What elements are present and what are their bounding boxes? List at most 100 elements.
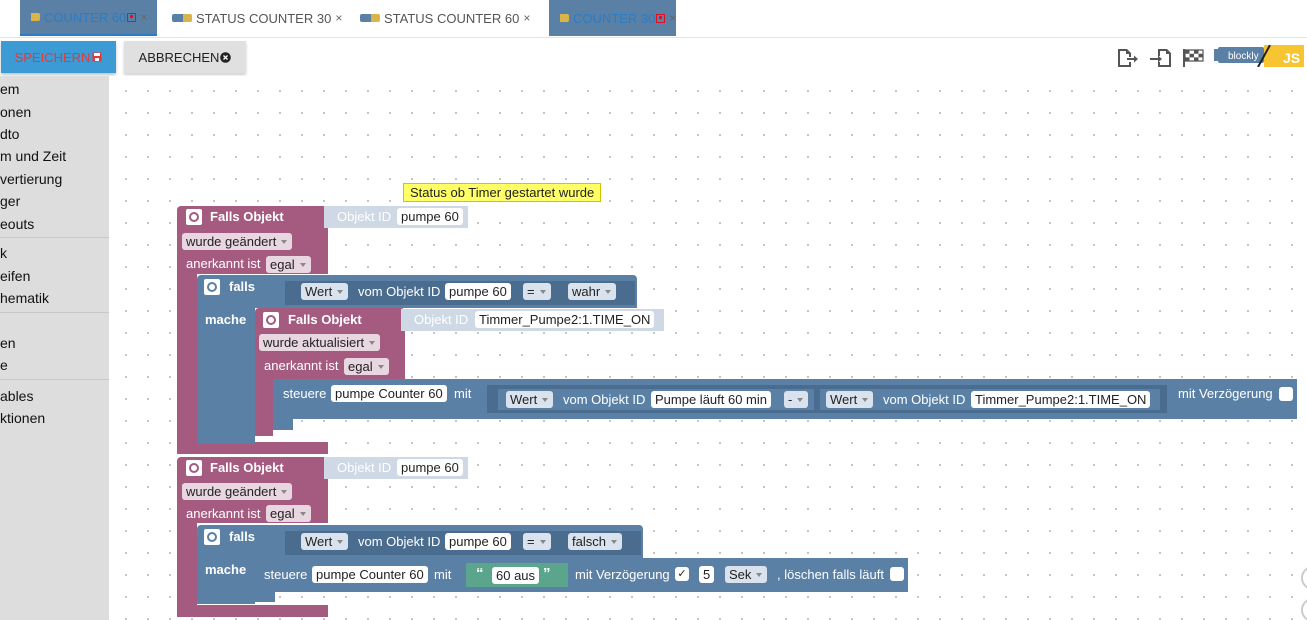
- mit-label: mit: [454, 386, 472, 401]
- category-item[interactable]: onen: [0, 104, 32, 120]
- category-separator: [0, 379, 109, 380]
- tab-counter-60[interactable]: COUNTER 60 ×: [20, 0, 158, 36]
- block-body: [177, 605, 328, 617]
- object-id-value[interactable]: pumpe 60: [397, 208, 463, 225]
- state-target-value[interactable]: pumpe Counter 60: [312, 566, 428, 583]
- delay-label: mit Verzögerung: [575, 567, 670, 582]
- delay-checkbox[interactable]: ✓: [675, 567, 689, 581]
- recenter-button[interactable]: [1301, 530, 1307, 554]
- category-item[interactable]: k: [0, 245, 7, 261]
- save-button[interactable]: SPEICHERN: [1, 41, 116, 73]
- value-dropdown[interactable]: Wert: [301, 283, 349, 300]
- category-item[interactable]: ables: [0, 388, 34, 404]
- close-icon[interactable]: ×: [140, 10, 148, 24]
- vom-objekt-label: vom Objekt ID: [883, 392, 966, 407]
- blockly-workspace[interactable]: Status ob Timer gestartet wurde Falls Ob…: [109, 76, 1307, 620]
- category-item[interactable]: ktionen: [0, 410, 46, 426]
- value-dropdown[interactable]: Wert: [506, 391, 554, 408]
- trigger-type-dropdown[interactable]: wurde aktualisiert: [259, 334, 381, 351]
- bool-dropdown[interactable]: falsch: [568, 533, 622, 550]
- cancel-label: ABBRECHEN: [138, 49, 220, 65]
- gear-icon[interactable]: [204, 279, 220, 295]
- clear-running-label: , löschen falls läuft: [777, 567, 884, 582]
- tab-label: COUNTER 60: [44, 9, 127, 25]
- state-target-value[interactable]: pumpe Counter 60: [331, 385, 447, 402]
- anerkannt-label: anerkannt ist: [186, 506, 261, 521]
- vom-objekt-label: vom Objekt ID: [563, 392, 646, 407]
- falls-objekt-label: Falls Objekt: [210, 209, 284, 224]
- mache-label: mache: [205, 562, 247, 577]
- tab-label: COUNTER 30: [573, 10, 656, 26]
- object-id-value[interactable]: pumpe 60: [445, 283, 511, 300]
- block-body: [177, 442, 328, 454]
- tab-bar: COUNTER 60 × STATUS COUNTER 30 × STATUS …: [0, 0, 1307, 38]
- object-id-value[interactable]: pumpe 60: [397, 459, 463, 476]
- blockly-js-toggle[interactable]: [1214, 45, 1304, 67]
- text-value[interactable]: 60 aus: [492, 567, 540, 584]
- anerkannt-label: anerkannt ist: [186, 256, 261, 271]
- category-item[interactable]: eouts: [0, 216, 35, 232]
- operator-dropdown[interactable]: =: [523, 283, 551, 300]
- category-item[interactable]: en: [0, 335, 16, 351]
- delay-checkbox[interactable]: [1279, 387, 1293, 401]
- value-dropdown[interactable]: Wert: [301, 533, 349, 550]
- unit-dropdown[interactable]: Sek: [725, 566, 768, 583]
- close-circle-icon: [220, 51, 232, 63]
- tab-status-counter-60[interactable]: STATUS COUNTER 60 ×: [360, 0, 530, 36]
- falls-label: falls: [229, 279, 256, 294]
- tab-counter-30[interactable]: COUNTER 30 ×: [549, 0, 677, 36]
- trigger-type-dropdown[interactable]: wurde geändert: [182, 233, 293, 250]
- delay-number[interactable]: 5: [699, 566, 715, 583]
- import-icon[interactable]: [1150, 48, 1172, 68]
- object-id-value[interactable]: Pumpe läuft 60 min: [651, 391, 772, 408]
- mit-label: mit: [434, 567, 452, 582]
- clear-running-checkbox[interactable]: [890, 567, 904, 581]
- ack-dropdown[interactable]: egal: [344, 358, 389, 375]
- zoom-control[interactable]: [1301, 566, 1307, 590]
- category-item[interactable]: dto: [0, 126, 20, 142]
- category-separator: [0, 237, 109, 238]
- block-body: [255, 588, 275, 602]
- js-label: JS: [1283, 50, 1301, 66]
- unsaved-icon: [127, 12, 137, 22]
- block-body: [177, 521, 197, 613]
- block-body: [273, 416, 293, 430]
- falls-objekt-label: Falls Objekt: [210, 460, 284, 475]
- close-icon[interactable]: ×: [523, 11, 531, 25]
- blockly-icon: [20, 13, 40, 21]
- checkered-flag-icon[interactable]: [1182, 48, 1204, 68]
- gear-icon[interactable]: [186, 460, 202, 476]
- block-comment[interactable]: Status ob Timer gestartet wurde: [403, 183, 602, 202]
- unsaved-icon: [656, 13, 666, 23]
- bool-dropdown[interactable]: wahr: [568, 283, 617, 300]
- cancel-button[interactable]: ABBRECHEN: [124, 41, 246, 73]
- category-item[interactable]: ger: [0, 193, 21, 209]
- tab-status-counter-30[interactable]: STATUS COUNTER 30 ×: [172, 0, 342, 36]
- close-icon[interactable]: ×: [669, 11, 677, 25]
- vom-objekt-label: vom Objekt ID: [358, 534, 441, 549]
- operator-dropdown[interactable]: -: [784, 391, 809, 408]
- gear-icon[interactable]: [186, 209, 202, 225]
- category-item[interactable]: em: [0, 81, 20, 97]
- gear-icon[interactable]: [263, 312, 279, 328]
- object-id-value[interactable]: pumpe 60: [445, 533, 511, 550]
- category-item[interactable]: vertierung: [0, 171, 63, 187]
- object-id-value[interactable]: Timmer_Pumpe2:1.TIME_ON: [971, 391, 1151, 408]
- ack-dropdown[interactable]: egal: [266, 505, 311, 522]
- category-item[interactable]: hematik: [0, 290, 50, 306]
- zoom-in-button[interactable]: [1301, 598, 1307, 620]
- operator-dropdown[interactable]: =: [523, 533, 551, 550]
- value-dropdown[interactable]: Wert: [826, 391, 874, 408]
- close-icon[interactable]: ×: [335, 11, 343, 25]
- trigger-type-dropdown[interactable]: wurde geändert: [182, 483, 293, 500]
- category-item[interactable]: eifen: [0, 268, 31, 284]
- mache-label: mache: [205, 312, 247, 327]
- vom-objekt-label: vom Objekt ID: [358, 284, 441, 299]
- export-icon[interactable]: [1116, 48, 1138, 68]
- category-item[interactable]: e: [0, 357, 8, 373]
- object-id-value[interactable]: Timmer_Pumpe2:1.TIME_ON: [475, 311, 655, 328]
- gear-icon[interactable]: [204, 529, 220, 545]
- category-item[interactable]: m und Zeit: [0, 148, 67, 164]
- ack-dropdown[interactable]: egal: [266, 256, 311, 273]
- steuere-label: steuere: [264, 567, 308, 582]
